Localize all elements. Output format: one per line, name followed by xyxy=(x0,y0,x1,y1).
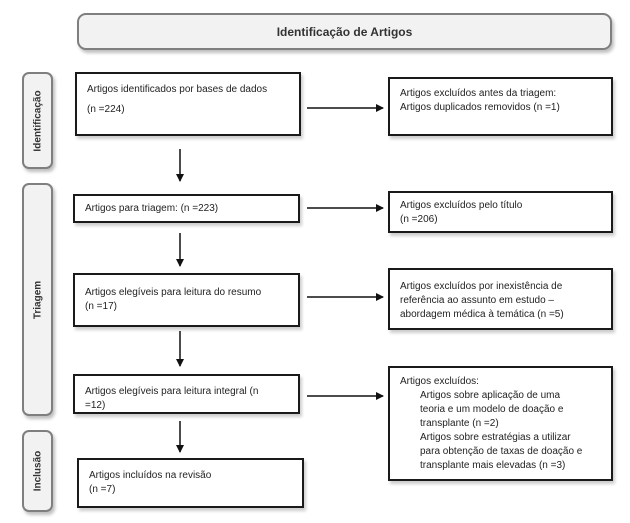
flow-header: Identificação de Artigos xyxy=(77,13,612,50)
identified-label: Artigos identificados por bases de dados xyxy=(87,84,268,95)
identified-count: (n =224) xyxy=(87,104,125,115)
fulltext-label: Artigos elegíveis para leitura integral … xyxy=(85,386,259,397)
before-screening-line-2: Artigos duplicados removidos (n =1) xyxy=(400,102,560,113)
box-identified: Artigos identificados por bases de dados… xyxy=(75,72,301,136)
excluded-final-item-1: Artigos sobre aplicação de uma teoria e … xyxy=(400,389,601,431)
box-abstract: Artigos elegíveis para leitura do resumo… xyxy=(73,273,300,327)
before-screening-line-1: Artigos excluídos antes da triagem: xyxy=(400,88,557,99)
box-excluded-before-screening: Artigos excluídos antes da triagem: Arti… xyxy=(388,77,613,136)
box-excluded-final: Artigos excluídos: Artigos sobre aplicaç… xyxy=(388,366,613,481)
excluded-a-line-1: Artigos sobre aplicação de uma xyxy=(420,390,561,401)
box-excluded-nonexistence: Artigos excluídos por inexistência de re… xyxy=(388,268,613,330)
nonexistence-line-2: referência ao assunto em estudo – xyxy=(400,295,554,306)
excluded-final-item-2: Artigos sobre estratégias a utilizar par… xyxy=(400,431,601,473)
flow-header-title: Identificação de Artigos xyxy=(276,24,413,39)
excluded-final-title: Artigos excluídos: xyxy=(400,376,479,387)
excluded-b-line-3: transplante mais elevadas (n =3) xyxy=(420,460,566,471)
box-excluded-by-title: Artigos excluídos pelo título (n =206) xyxy=(388,191,613,233)
box-included: Artigos incluídos na revisão (n =7) xyxy=(77,458,304,508)
nonexistence-line-1: Artigos excluídos por inexistência de xyxy=(400,281,563,292)
excluded-a-line-3: transplante (n =2) xyxy=(420,418,499,429)
screening-label: Artigos para triagem: (n =223) xyxy=(85,203,219,214)
stage-triagem: Triagem xyxy=(22,183,53,416)
stage-inclusao: Inclusão xyxy=(22,430,53,512)
stage-identificacao: Identificação xyxy=(22,72,53,169)
abstract-label: Artigos elegíveis para leitura do resumo xyxy=(85,287,262,298)
excluded-b-line-2: para obtenção de taxas de doação e xyxy=(420,446,583,457)
included-count: (n =7) xyxy=(89,484,116,495)
excluded-b-line-1: Artigos sobre estratégias a utilizar xyxy=(420,432,571,443)
fulltext-count: =12) xyxy=(85,400,106,411)
abstract-count: (n =17) xyxy=(85,301,117,312)
by-title-line-1: Artigos excluídos pelo título xyxy=(400,200,523,211)
nonexistence-line-3: abordagem médica à temática (n =5) xyxy=(400,309,564,320)
box-screening: Artigos para triagem: (n =223) xyxy=(73,194,300,223)
by-title-line-2: (n =206) xyxy=(400,214,438,225)
excluded-a-line-2: teoria e um modelo de doação e xyxy=(420,404,564,415)
included-label: Artigos incluídos na revisão xyxy=(89,470,212,481)
box-fulltext: Artigos elegíveis para leitura integral … xyxy=(73,374,300,414)
